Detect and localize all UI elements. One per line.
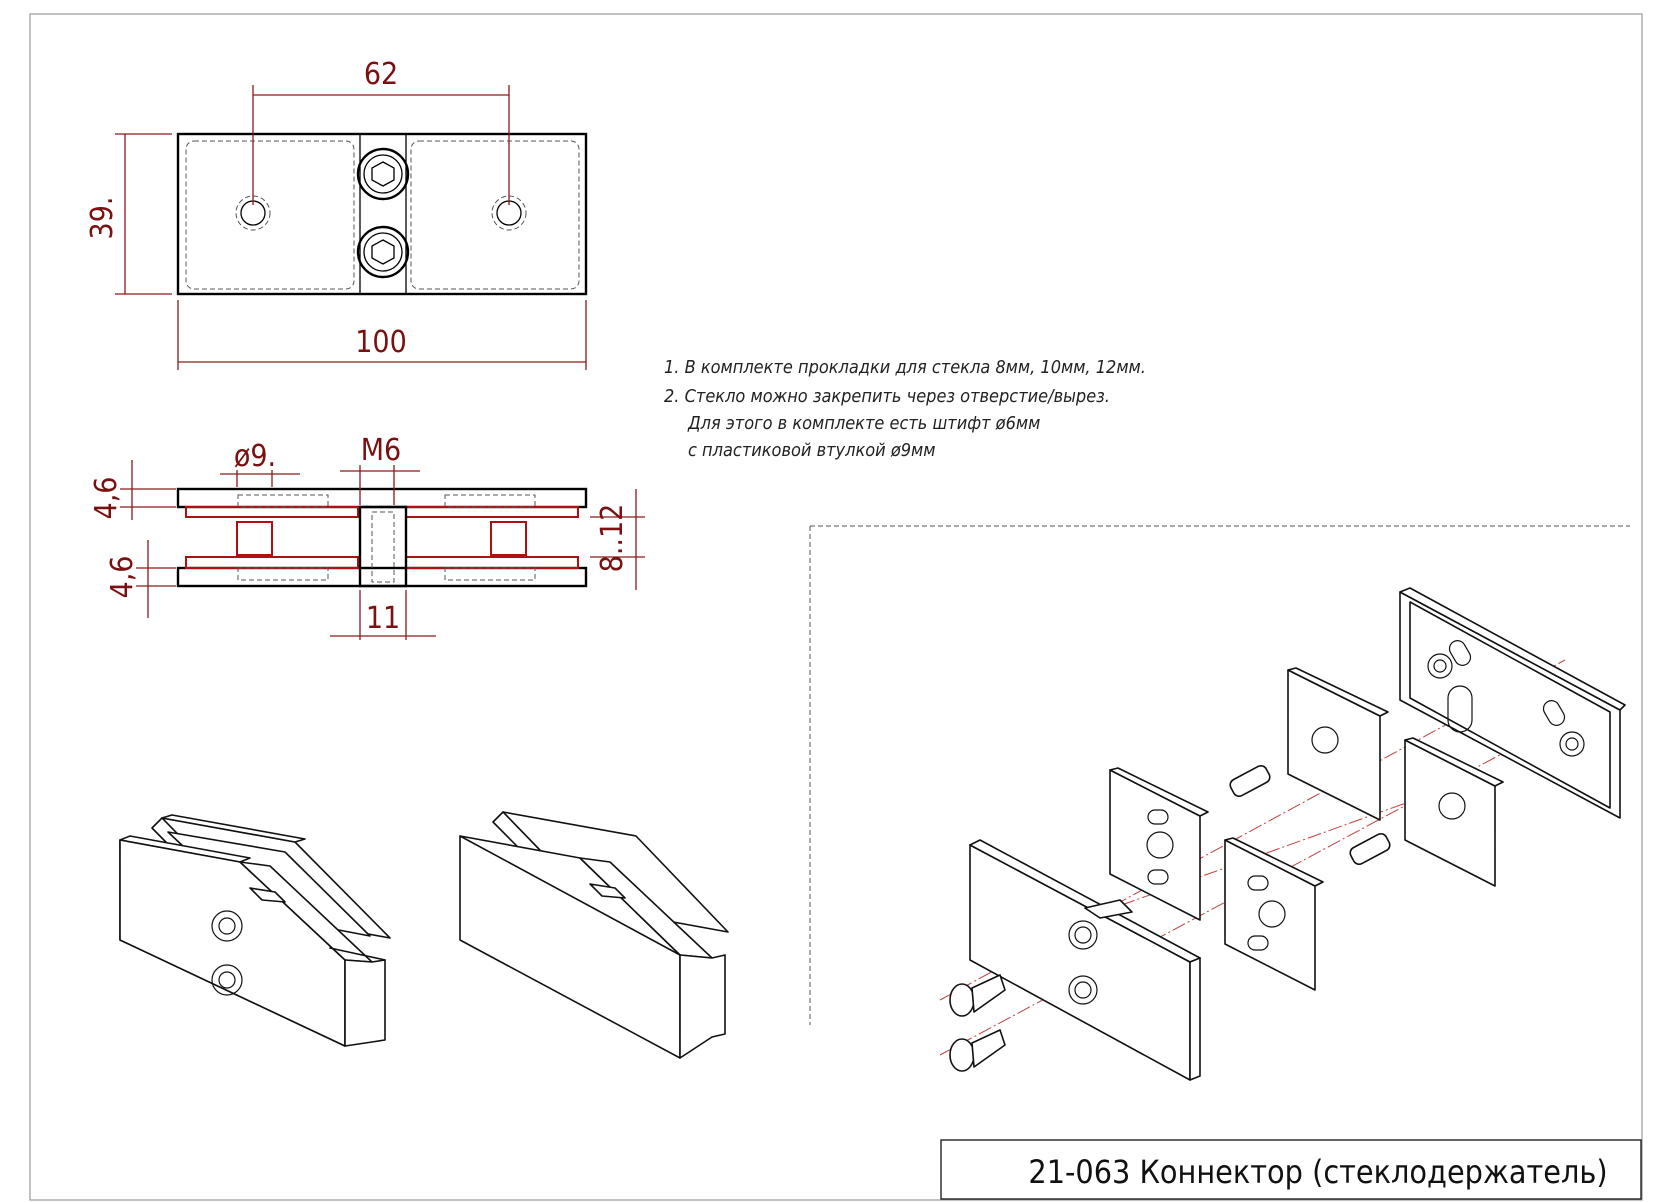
dim-glass-range: 8..12 [595,504,630,573]
dim-width: 100 [355,325,407,360]
dim-gap: 11 [366,601,400,636]
dim-height: 39. [85,197,120,240]
iso-view-assembled-2 [459,811,729,1059]
dim-thread: M6 [361,433,401,468]
note-line-2: 2. Стекло можно закрепить через отверсти… [664,386,1110,407]
notes: 1. В комплекте прокладки для стекла 8мм,… [664,357,1146,461]
dim-plate-top: 4,6 [89,477,124,520]
dim-hole-diameter: ø9. [234,439,276,474]
exploded-view [809,525,1630,1081]
iso-view-assembled-1 [119,814,391,1047]
drawing-title: 21-063 Коннектор (стеклодержатель) [1028,1153,1607,1191]
dim-plate-bottom: 4,6 [105,556,140,599]
dim-hole-spacing: 62 [364,57,398,92]
note-line-4: с пластиковой втулкой ø9мм [688,440,935,461]
side-view: ø9. M6 11 4,6 4,6 8..12 [89,433,645,640]
title-block [940,1139,1642,1200]
note-line-3: Для этого в комплекте есть штифт ø6мм [687,413,1040,434]
top-view: 62 100 39. [85,57,588,370]
note-line-1: 1. В комплекте прокладки для стекла 8мм,… [664,357,1146,378]
sheet-border [29,13,1643,1201]
